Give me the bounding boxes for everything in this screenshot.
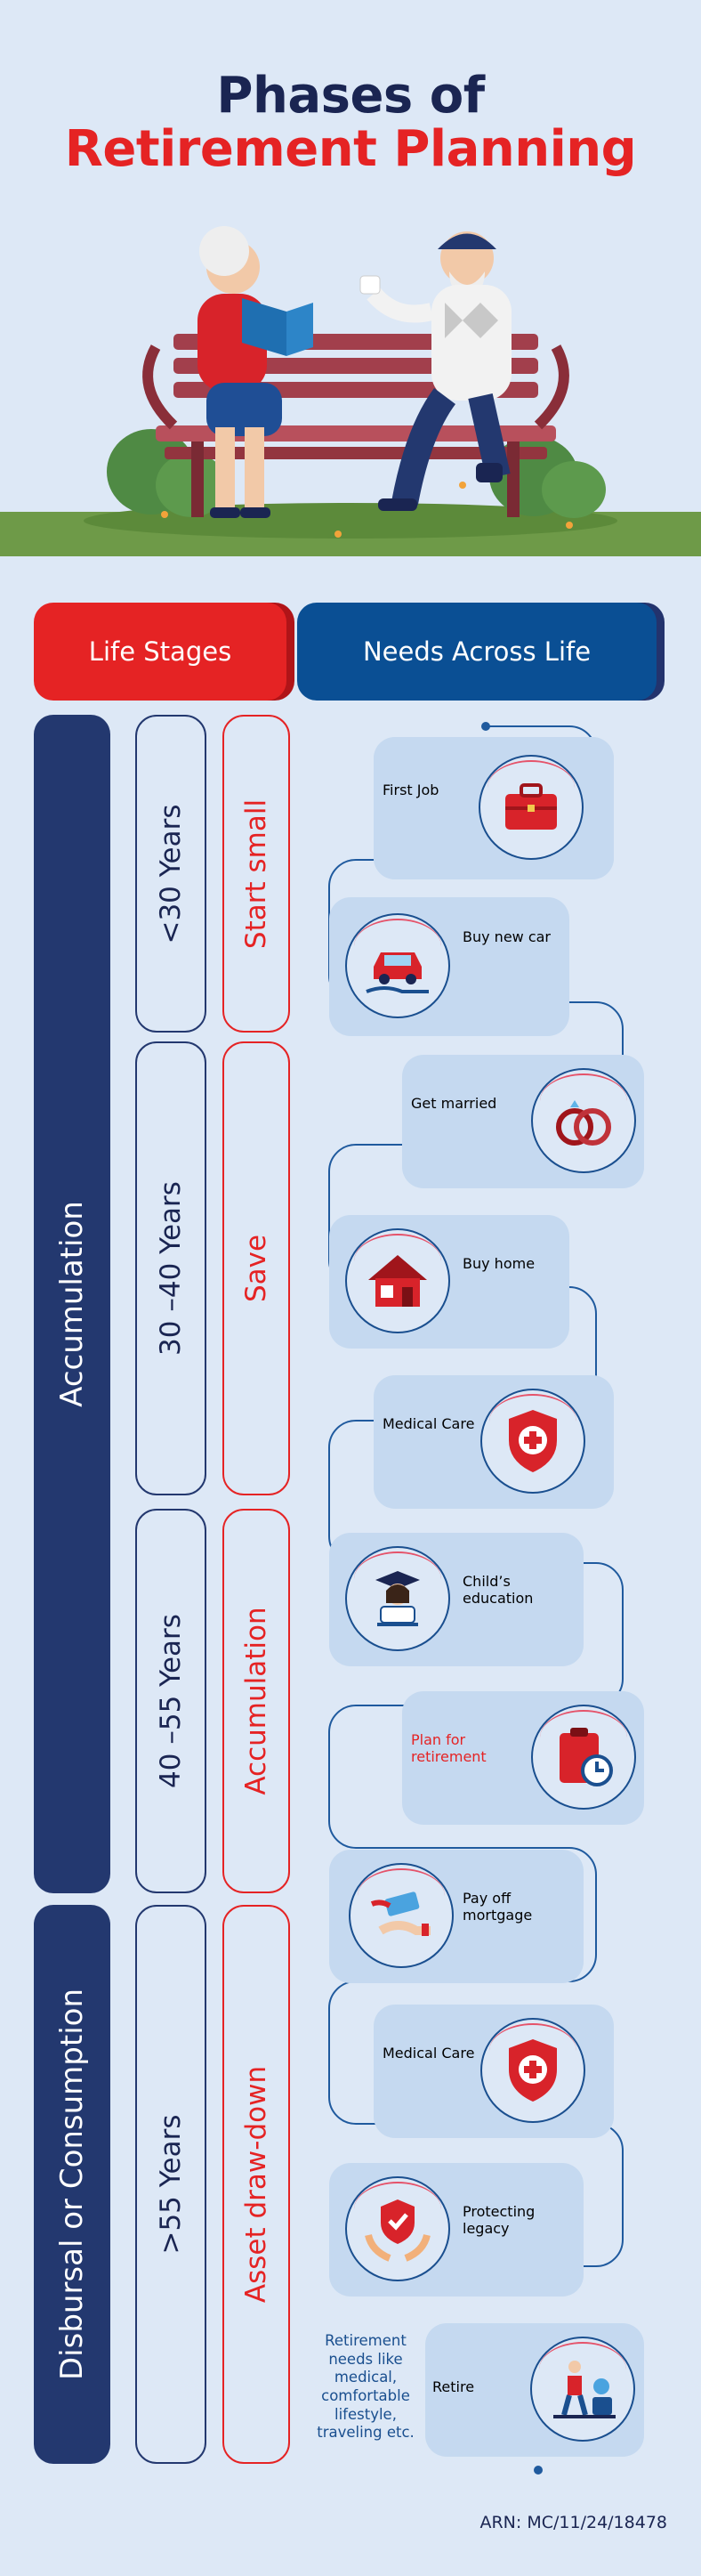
need-card-protecting-legacy: Protecting legacy: [329, 2163, 584, 2297]
age-label: <30 Years: [155, 803, 187, 944]
phase-accumulation: Accumulation: [34, 715, 110, 1893]
need-card-buy-home: Buy home: [329, 1215, 569, 1349]
need-label: Retire: [432, 2378, 475, 2395]
stage-label: Accumulation: [240, 1607, 272, 1795]
title-line-1: Phases of: [216, 67, 485, 125]
need-label: Buy home: [463, 1255, 536, 1272]
need-label: Buy new car: [463, 928, 552, 945]
age-40-55: 40 –55 Years: [135, 1509, 206, 1893]
couple-on-bench-illustration: [0, 226, 701, 556]
age-30-40: 30 –40 Years: [135, 1041, 206, 1495]
phase-disbursal: Disbursal or Consumption: [34, 1905, 110, 2464]
need-card-medical-care: Medical Care: [374, 1375, 614, 1509]
age-under-30: <30 Years: [135, 715, 206, 1033]
stage-save: Save: [222, 1041, 290, 1495]
age-label: >55 Years: [155, 2114, 187, 2255]
medical-shield-icon: [480, 1389, 585, 1494]
stage-accumulation: Accumulation: [222, 1509, 290, 1893]
need-label: Medical Care: [383, 1415, 475, 1432]
phase-accumulation-label: Accumulation: [54, 1201, 90, 1407]
need-card-get-married: Get married: [402, 1055, 644, 1188]
stage-label: Save: [240, 1234, 272, 1303]
age-over-55: >55 Years: [135, 1905, 206, 2464]
need-label: Pay off mortgage: [463, 1890, 533, 1924]
need-label: Medical Care: [383, 2045, 475, 2062]
need-card-buy-new-car: Buy new car: [329, 897, 569, 1036]
page-title: Phases of Retirement Planning: [0, 69, 701, 177]
shield-hands-icon: [345, 2176, 450, 2281]
need-label: Protecting legacy: [463, 2203, 536, 2237]
retirement-needs-note: Retirement needs like medical, comfortab…: [317, 2332, 415, 2442]
briefcase-icon: [479, 755, 584, 860]
age-label: 30 –40 Years: [155, 1181, 187, 1356]
stage-label: Start small: [240, 798, 272, 949]
clipboard-clock-icon: [531, 1705, 636, 1810]
phase-disbursal-label: Disbursal or Consumption: [54, 1988, 90, 2381]
money-hand-icon: [349, 1863, 454, 1968]
need-label: Get married: [411, 1095, 497, 1112]
need-label: Plan for retirement: [411, 1731, 487, 1765]
retiree-icon: [530, 2337, 635, 2442]
arn-code: ARN: MC/11/24/18478: [479, 2513, 667, 2532]
medical-shield-icon: [480, 2018, 585, 2123]
house-icon: [345, 1228, 450, 1333]
stage-label: Asset draw-down: [240, 2065, 272, 2304]
need-card-plan-for-retirement: Plan for retirement: [402, 1691, 644, 1825]
need-card-retire: Retire: [425, 2323, 644, 2457]
needs-across-life-header: Needs Across Life: [297, 603, 657, 701]
need-card-pay-off-mortgage: Pay off mortgage: [329, 1850, 584, 1983]
need-label: Child’s education: [463, 1573, 534, 1607]
title-line-2: Retirement Planning: [64, 120, 637, 179]
stage-asset-draw-down: Asset draw-down: [222, 1905, 290, 2464]
car-icon: [345, 913, 450, 1018]
need-label: First Job: [383, 782, 439, 798]
stage-start-small: Start small: [222, 715, 290, 1033]
life-stages-header: Life Stages: [34, 603, 286, 701]
need-card-first-job: First Job: [374, 737, 614, 879]
age-label: 40 –55 Years: [155, 1614, 187, 1788]
rings-icon: [531, 1068, 636, 1173]
need-card-childs-education: Child’s education: [329, 1533, 584, 1666]
need-card-medical-care-2: Medical Care: [374, 2005, 614, 2138]
graduate-icon: [345, 1546, 450, 1651]
